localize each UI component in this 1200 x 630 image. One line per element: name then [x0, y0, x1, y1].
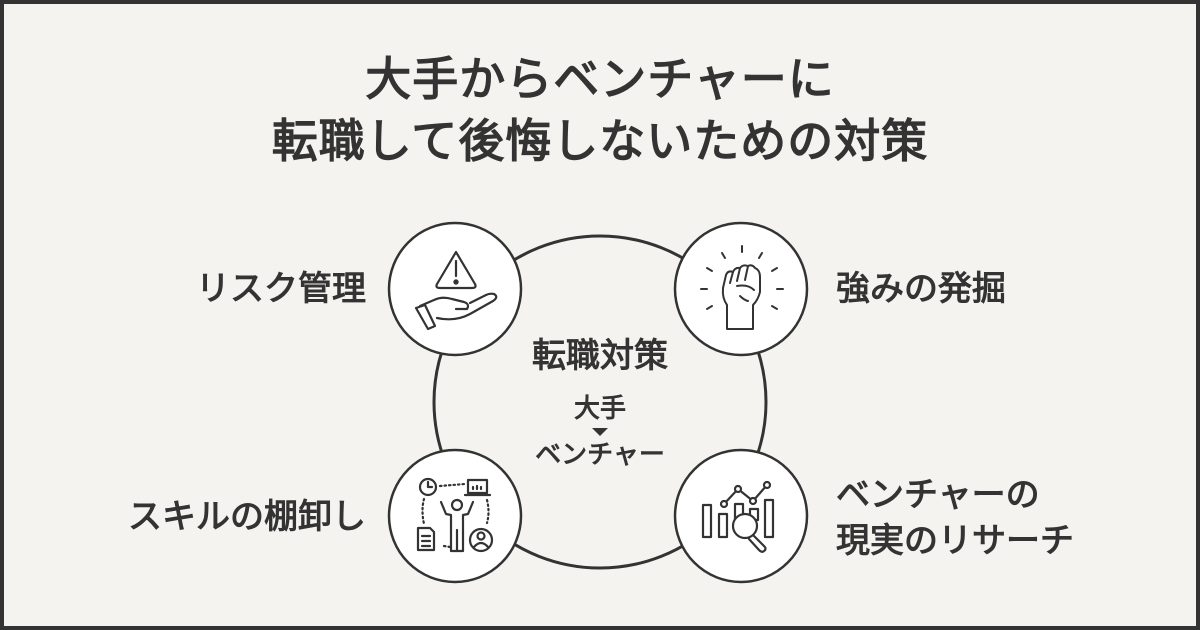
- warning-hand-icon: [387, 221, 523, 357]
- item-label-venture-research-line-1: ベンチャーの: [836, 475, 1040, 515]
- central-ring: [432, 234, 768, 570]
- item-label-venture-research-line-2: 現実のリサーチ: [836, 521, 1074, 561]
- from-label: 大手: [573, 394, 626, 424]
- to-label: ベンチャー: [535, 440, 665, 470]
- item-label-venture-research: ベンチャーの 現実のリサーチ: [836, 472, 1074, 564]
- center-transition: 大手 ベンチャー: [500, 392, 700, 472]
- title-line-2: 転職して後悔しないための対策: [271, 114, 929, 168]
- center-title: 転職対策: [532, 336, 668, 376]
- page-title: 大手からベンチャーに 転職して後悔しないための対策: [0, 48, 1200, 172]
- raised-fist-icon: [673, 221, 809, 357]
- title-line-1: 大手からベンチャーに: [365, 52, 835, 106]
- item-label-skill-inventory: スキルの棚卸し: [128, 497, 366, 537]
- canvas-frame: [4, 4, 1196, 626]
- item-label-strength-discovery: 強みの発掘: [836, 269, 1006, 309]
- person-skills-icon: [387, 448, 523, 584]
- down-triangle-icon: [592, 428, 608, 436]
- chart-search-icon: [673, 448, 809, 584]
- item-label-risk-management: リスク管理: [196, 269, 366, 309]
